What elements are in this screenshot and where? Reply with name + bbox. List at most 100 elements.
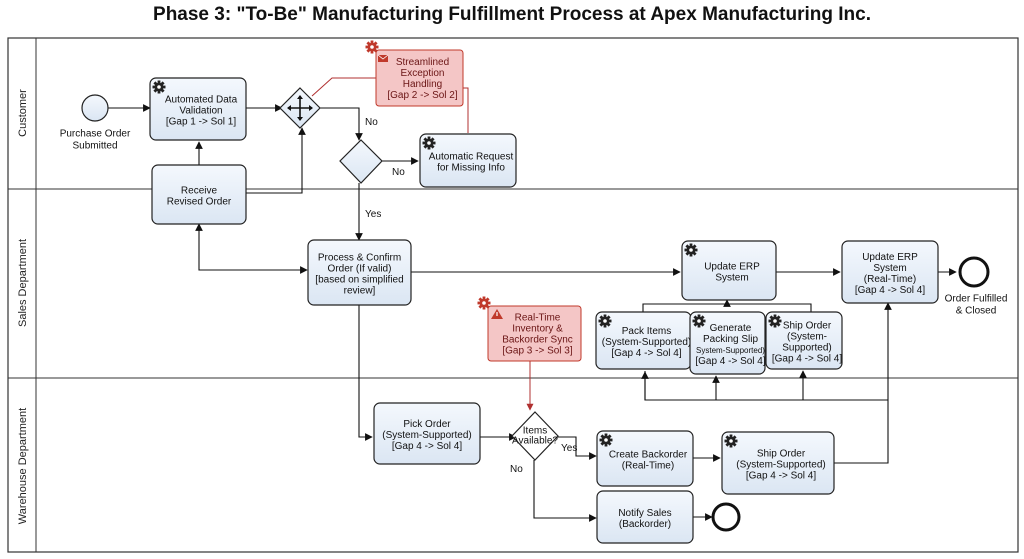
callout-inventory-line-4: [Gap 3 -> Sol 3] [502, 346, 573, 357]
task-process-confirm-text-line-4: review] [344, 286, 376, 297]
gear-red-icon [365, 40, 379, 54]
gear-icon [692, 314, 706, 328]
task-pack-items-text-line-1: Pack Items [622, 326, 671, 337]
task-notify-sales-text-line-2: (Backorder) [619, 519, 671, 530]
end-event-label-line-1: Order Fulfilled [945, 294, 1008, 305]
task-auto-request-text-line-2: for Missing Info [437, 163, 505, 174]
task-pick-order-text-line-1: Pick Order [403, 419, 451, 430]
start-event-label-line-2: Submitted [72, 141, 117, 152]
callout-exception-line-2: Exception [401, 68, 445, 79]
exclusive-gateway-valid[interactable] [339, 139, 383, 184]
gear-icon [768, 314, 782, 328]
task-pick-order-text-line-3: [Gap 4 -> Sol 4] [392, 441, 463, 452]
task-notify-sales-text-line-1: Notify Sales [618, 508, 671, 519]
gear-icon [152, 80, 166, 94]
gateway-label-line-1: Items [523, 426, 547, 437]
callout-exception-line-3: Handling [403, 79, 442, 90]
task-pack-items[interactable]: Pack Items(System-Supported)[Gap 4 -> So… [595, 311, 692, 370]
flow-label-yes-1: Yes [365, 209, 381, 220]
diagram-title: Phase 3: "To-Be" Manufacturing Fulfillme… [153, 4, 871, 25]
gateway-label-line-2: Available? [512, 436, 558, 447]
task-ship-order-sales[interactable]: Ship Order(System-Supported)[Gap 4 -> So… [765, 311, 843, 370]
end-event-fulfilled[interactable] [958, 256, 990, 288]
task-process-confirm-text-line-2: Order (If valid) [328, 264, 392, 275]
callout-inventory-line-1: Real-Time [515, 313, 561, 324]
parallel-gateway[interactable] [279, 87, 321, 129]
task-validation-text-line-1: Automated Data [165, 95, 238, 106]
associations [311, 77, 534, 411]
task-update-erp-2-text-line-4: [Gap 4 -> Sol 4] [855, 285, 926, 296]
task-create-backorder-text-line-2: (Real-Time) [622, 461, 674, 472]
callout-exception-line-4: [Gap 2 -> Sol 2] [387, 90, 458, 101]
task-notify-sales[interactable]: Notify Sales(Backorder) [596, 490, 694, 544]
warning-icon [491, 309, 503, 319]
lane-sales: Sales Department [17, 239, 29, 327]
task-validation-text-line-3: [Gap 1 -> Sol 1] [166, 117, 237, 128]
task-update-erp-2-text-line-2: System [873, 263, 906, 274]
gear-icon [422, 136, 436, 150]
task-ship-order-wh-text-line-1: Ship Order [757, 449, 806, 460]
task-ship-order-sales-text-line-4: [Gap 4 -> Sol 4] [772, 354, 843, 365]
envelope-icon [377, 54, 389, 62]
task-receive-revised-text-line-1: Receive [181, 186, 218, 197]
task-create-backorder[interactable]: Create Backorder(Real-Time) [596, 430, 694, 487]
end-event-backorder[interactable] [711, 502, 741, 532]
start-event[interactable] [81, 94, 109, 122]
task-packing-slip-text-line-3: System-Supported) [696, 346, 765, 355]
gateway-items-available[interactable] [511, 411, 559, 461]
task-pack-items-text-line-3: [Gap 4 -> Sol 4] [611, 348, 682, 359]
task-pack-items-text-line-2: (System-Supported) [602, 337, 691, 348]
task-packing-slip-text-line-2: Packing Slip [703, 334, 758, 345]
callout-inventory-line-3: Backorder Sync [502, 335, 573, 346]
flow-label-no-1: No [365, 117, 378, 128]
task-packing-slip-text-line-1: Generate [710, 323, 752, 334]
task-update-erp-1-text-line-1: Update ERP [704, 262, 760, 273]
task-process-confirm-text-line-3: [based on simplified [315, 275, 403, 286]
gear-red-icon [477, 296, 491, 310]
task-pick-order[interactable]: Pick Order(System-Supported)[Gap 4 -> So… [373, 402, 481, 465]
gear-icon [684, 243, 698, 257]
flow-label-no-2: No [392, 167, 405, 178]
task-create-backorder-text-line-1: Create Backorder [609, 450, 688, 461]
task-validation-text-line-2: Validation [179, 106, 222, 117]
task-ship-order-wh-text-line-2: (System-Supported) [736, 460, 825, 471]
task-update-erp-2-text-line-3: (Real-Time) [864, 274, 916, 285]
task-update-erp-1-text-line-2: System [715, 273, 748, 284]
start-event-label-line-1: Purchase Order [60, 129, 131, 140]
task-auto-request-text-line-1: Automatic Request [429, 152, 514, 163]
task-receive-revised-text-line-2: Revised Order [167, 197, 232, 208]
flow-label-yes-2: Yes [561, 443, 577, 454]
end-event-label-line-2: & Closed [956, 306, 997, 317]
end-event-label: Order Fulfilled& Closed [945, 294, 1008, 317]
callout-exception-line-1: Streamlined [396, 57, 449, 68]
task-ship-order-sales-text-line-1: Ship Order [783, 321, 832, 332]
gear-icon [724, 434, 738, 448]
callout-inventory-line-2: Inventory & [512, 324, 563, 335]
lane-warehouse: Warehouse Department [17, 408, 29, 524]
task-pick-order-text-line-2: (System-Supported) [382, 430, 471, 441]
task-ship-order-sales-text-line-2: (System- [787, 332, 827, 343]
task-process-confirm-text-line-1: Process & Confirm [318, 253, 401, 264]
task-packing-slip-text-line-4: [Gap 4 -> Sol 4] [695, 356, 766, 367]
sequence-flows [108, 104, 957, 522]
flow-label-no-3: No [510, 464, 523, 475]
gear-icon [598, 314, 612, 328]
task-ship-order-sales-text-line-3: Supported) [782, 343, 831, 354]
lane-customer: Customer [17, 89, 29, 137]
task-ship-order-wh[interactable]: Ship Order(System-Supported)[Gap 4 -> So… [721, 431, 835, 495]
gear-icon [599, 433, 613, 447]
task-update-erp-2-text-line-1: Update ERP [862, 252, 918, 263]
task-ship-order-wh-text-line-3: [Gap 4 -> Sol 4] [746, 471, 817, 482]
